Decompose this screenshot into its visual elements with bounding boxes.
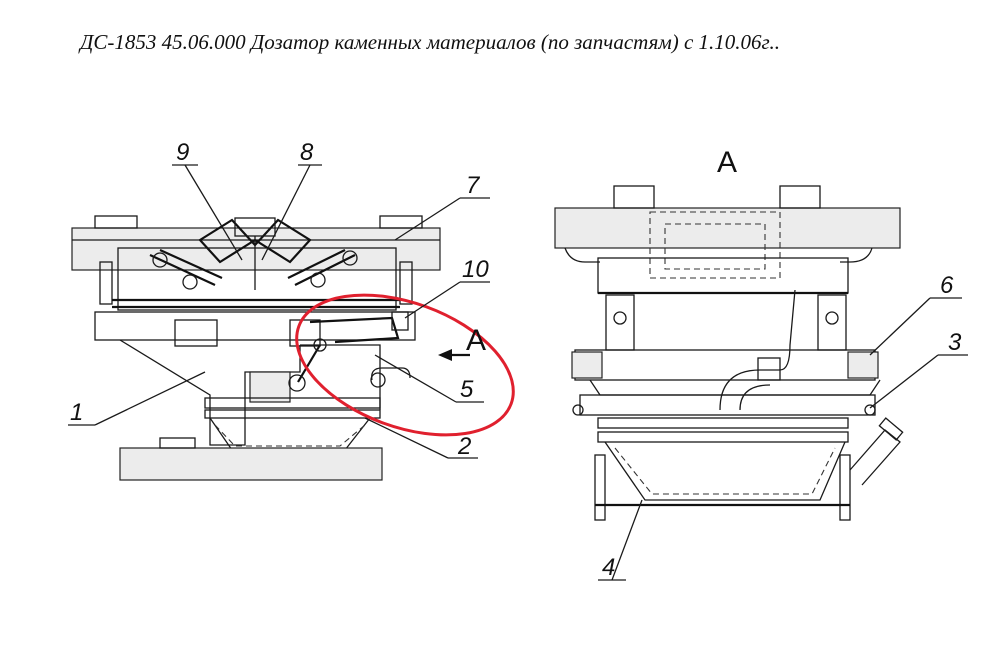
highlight-ellipse (295, 293, 515, 437)
callout-6: 6 (940, 272, 954, 299)
callout-7: 7 (466, 172, 481, 199)
section-arrow-head (438, 349, 452, 361)
callout-5: 5 (460, 376, 474, 403)
callout-9: 9 (176, 139, 189, 166)
view-a (554, 185, 904, 521)
view-a-title: A (717, 146, 737, 179)
callout-4: 4 (602, 554, 615, 581)
section-arrow-label: A (466, 324, 486, 357)
side-view (71, 215, 470, 481)
leader-lines (68, 164, 968, 581)
callout-10: 10 (462, 256, 489, 283)
page-title: ДС-1853 45.06.000 Дозатор каменных матер… (80, 30, 780, 54)
callout-1: 1 (70, 399, 83, 426)
callout-8: 8 (300, 139, 314, 166)
callout-2: 2 (457, 433, 471, 460)
callout-3: 3 (948, 329, 962, 356)
